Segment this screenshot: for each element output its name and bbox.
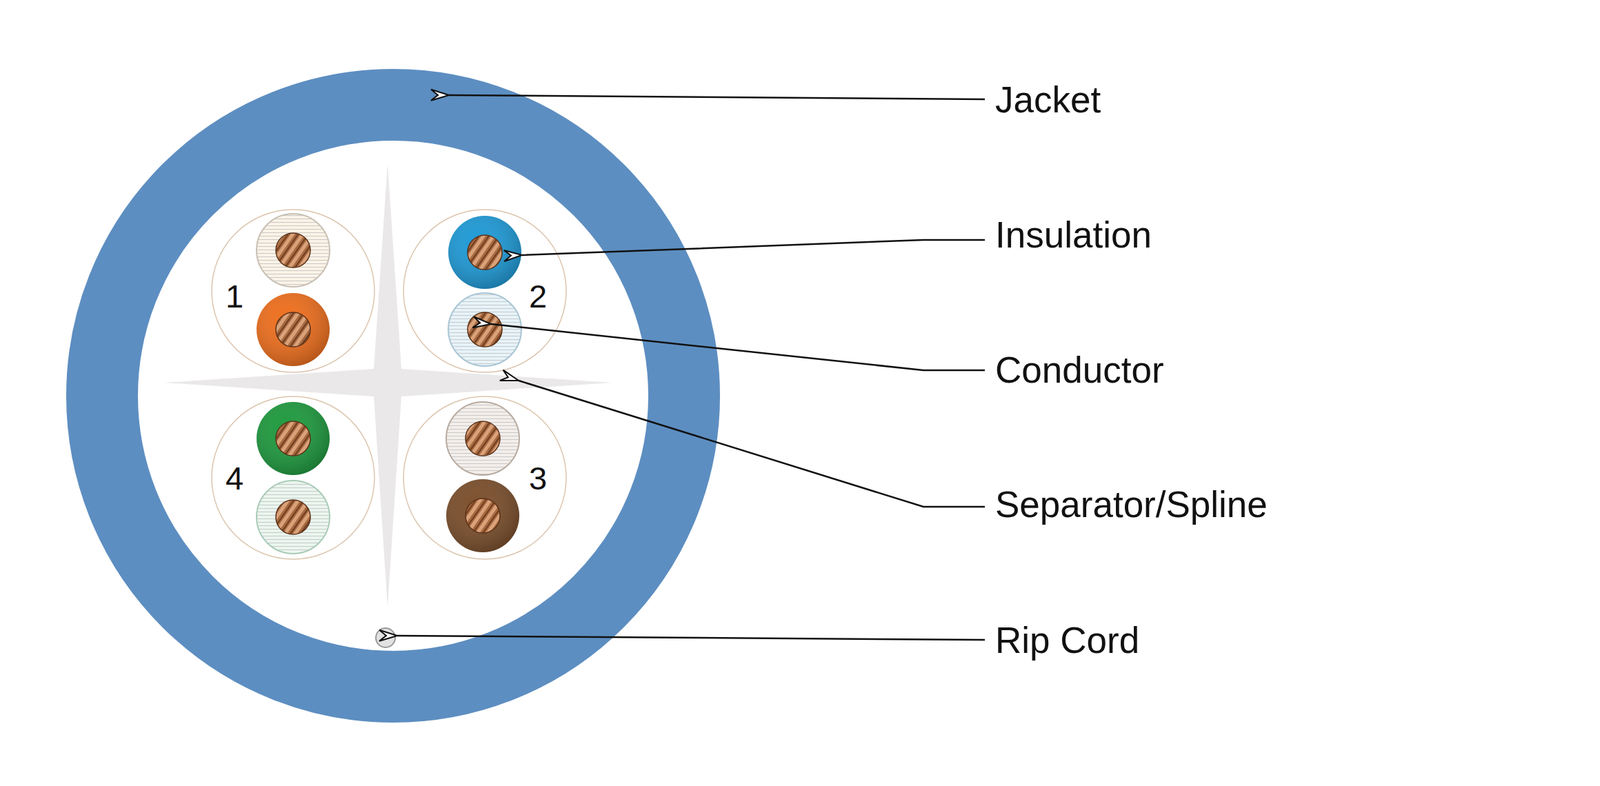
part-label: Separator/Spline (995, 486, 1268, 523)
part-label: Jacket (995, 81, 1101, 118)
conductors (275, 233, 503, 535)
part-label: Conductor (995, 351, 1165, 389)
jacket (102, 104, 685, 687)
pair-number: 3 (528, 462, 547, 495)
part-label: Insulation (995, 216, 1152, 254)
separator-spline (163, 163, 613, 608)
leader-lines (397, 95, 985, 640)
pair-number: 4 (225, 462, 244, 495)
part-label: Rip Cord (995, 622, 1140, 659)
wires (256, 213, 522, 554)
pair-number: 2 (528, 280, 547, 313)
pair-outlines (211, 209, 567, 560)
pair-number: 1 (225, 280, 244, 313)
rip-cord (375, 628, 396, 648)
